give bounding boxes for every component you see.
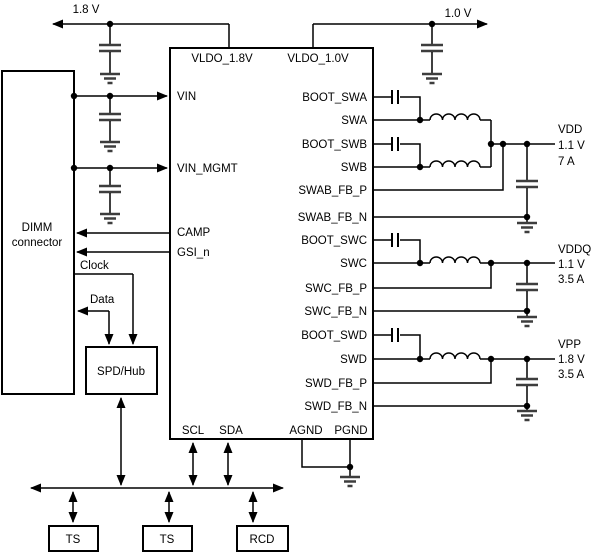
swd-fb-p-wire xyxy=(373,359,492,384)
pin-label-swc: SWC xyxy=(340,258,367,270)
spd-hub-label: SPD/Hub xyxy=(97,366,145,378)
pin-label-scl: SCL xyxy=(182,425,205,437)
vin-cap xyxy=(97,112,123,122)
vddq-voltage-label: 1.1 V xyxy=(558,259,585,271)
ground-symbol xyxy=(98,72,122,85)
swab-fb-p-wire xyxy=(373,144,504,191)
inductor-c xyxy=(429,256,481,264)
rcd-block xyxy=(236,525,289,552)
pin-label-camp: CAMP xyxy=(177,227,211,239)
pin-label-gsi: GSI_n xyxy=(177,247,210,259)
ground-symbol xyxy=(338,475,362,488)
rail-1v0 xyxy=(312,19,488,85)
dimm-label-line1: DIMM xyxy=(22,222,53,234)
vin-mgmt-cap xyxy=(97,184,123,194)
vpp-voltage-label: 1.8 V xyxy=(558,354,585,366)
pin-label-swab-fb-n: SWAB_FB_N xyxy=(298,212,367,224)
pin-label-swb: SWB xyxy=(341,162,368,174)
pin-label-boot-swc: BOOT_SWC xyxy=(301,235,367,247)
vpp-name-label: VPP xyxy=(558,339,581,351)
rail-1v8 xyxy=(52,19,230,85)
output-cap-vddq xyxy=(514,282,540,292)
ground-symbol xyxy=(515,221,539,234)
ground-symbol xyxy=(515,315,539,328)
ground-symbol xyxy=(98,140,122,153)
data-net xyxy=(77,306,114,345)
pin-label-boot-swb: BOOT_SWB xyxy=(302,139,368,151)
rcd-label: RCD xyxy=(250,534,275,546)
pin-label-vin: VIN xyxy=(177,91,196,103)
vddq-name-label: VDDQ xyxy=(558,244,591,256)
bootstrap-cap-c xyxy=(391,232,399,248)
pin-label-swc-fb-n: SWC_FB_N xyxy=(304,306,367,318)
ts2-label: TS xyxy=(160,534,175,546)
output-cap-vdd xyxy=(514,179,540,189)
ts1-block xyxy=(48,525,99,552)
inductor-a xyxy=(429,113,481,121)
data-label: Data xyxy=(90,294,115,306)
pin-label-vldo10: VLDO_1.0V xyxy=(287,53,349,65)
ground-symbol xyxy=(515,409,539,422)
spd-hub-block xyxy=(85,346,158,395)
bootstrap-cap-d xyxy=(391,327,399,343)
pin-label-boot-swa: BOOT_SWA xyxy=(302,92,367,104)
phase-d-vpp-net xyxy=(373,327,555,422)
phase-c-vddq-net xyxy=(373,232,555,328)
pin-label-sda: SDA xyxy=(219,425,243,437)
decoupling-cap-1v0 xyxy=(419,43,445,53)
pin-label-vldo18: VLDO_1.8V xyxy=(191,53,253,65)
ground-symbol xyxy=(98,212,122,225)
pin-label-swd-fb-n: SWD_FB_N xyxy=(304,401,367,413)
pin-label-pgnd: PGND xyxy=(334,425,367,437)
phase-ab-vdd-net xyxy=(373,89,555,234)
vpp-current-label: 3.5 A xyxy=(558,369,585,381)
clock-label: Clock xyxy=(80,260,109,272)
vin-input-net xyxy=(70,91,168,153)
decoupling-cap-1v8 xyxy=(97,43,123,53)
bootstrap-cap-a xyxy=(391,89,399,105)
bootstrap-cap-b xyxy=(391,136,399,152)
pin-label-swc-fb-p: SWC_FB_P xyxy=(305,283,367,295)
inductor-b xyxy=(429,160,481,168)
pin-label-boot-swd: BOOT_SWD xyxy=(301,330,367,342)
dimm-connector-block xyxy=(1,70,75,395)
pin-label-vin-mgmt: VIN_MGMT xyxy=(177,163,238,175)
vin-mgmt-input-net xyxy=(70,163,168,225)
output-cap-vpp xyxy=(514,377,540,387)
dimm-label-line2: connector xyxy=(12,237,63,249)
pin-label-agnd: AGND xyxy=(289,425,322,437)
pin-label-swd: SWD xyxy=(340,354,367,366)
vddq-current-label: 3.5 A xyxy=(558,274,585,286)
swc-fb-p-wire xyxy=(373,263,492,289)
vdd-name-label: VDD xyxy=(558,124,582,136)
pin-label-swd-fb-p: SWD_FB_P xyxy=(305,378,367,390)
ts2-block xyxy=(142,525,193,552)
pmic-ic-block xyxy=(169,47,374,440)
rail-1v8-label: 1.8 V xyxy=(73,4,100,16)
pin-label-swa: SWA xyxy=(341,115,367,127)
inductor-d xyxy=(429,352,481,360)
vdd-voltage-label: 1.1 V xyxy=(558,140,585,152)
rail-1v0-label: 1.0 V xyxy=(445,8,472,20)
ground-symbol xyxy=(420,72,444,85)
vdd-current-label: 7 A xyxy=(558,156,575,168)
pin-label-swab-fb-p: SWAB_FB_P xyxy=(298,185,367,197)
clock-net xyxy=(74,273,138,345)
ts1-label: TS xyxy=(66,534,81,546)
agnd-pgnd-net xyxy=(301,439,362,488)
